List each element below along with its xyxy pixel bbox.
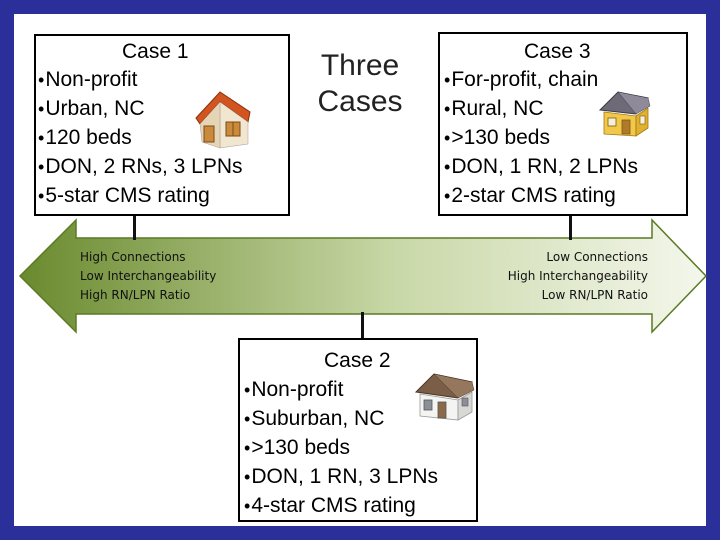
arrow-left-label: High RN/LPN Ratio <box>80 288 191 302</box>
case-3-title: Case 3 <box>524 40 591 63</box>
bullet-text: 120 beds <box>45 126 132 149</box>
bullet-glyph: • <box>38 157 45 177</box>
bullet-text: 5-star CMS rating <box>45 184 210 207</box>
bullet-glyph: • <box>244 380 251 400</box>
bullet-text: Suburban, NC <box>251 407 385 430</box>
bullet-text: DON, 2 RNs, 3 LPNs <box>45 155 243 178</box>
bullet-glyph: • <box>244 438 251 458</box>
arrow-right-label: Low Connections <box>546 250 648 264</box>
case-1-title: Case 1 <box>122 40 189 63</box>
arrow-right-label: High Interchangeability <box>507 269 648 283</box>
orange-house-icon <box>195 91 251 149</box>
case-3-bullet: •>130 beds <box>444 126 550 150</box>
bullet-glyph: • <box>244 409 251 429</box>
arrow-left-label: Low Interchangeability <box>80 269 217 283</box>
bullet-text: DON, 1 RN, 2 LPNs <box>451 155 639 178</box>
case-1-box: Case 1 •Non-profit •Urban, NC •120 beds … <box>34 34 290 216</box>
case-2-title: Case 2 <box>324 349 391 372</box>
case1-connector <box>133 214 136 240</box>
case-2-bullet: •Non-profit <box>244 378 344 402</box>
arrow-right-label: Low RN/LPN Ratio <box>541 288 648 302</box>
bullet-glyph: • <box>244 467 251 487</box>
bullet-glyph: • <box>38 128 45 148</box>
case2-connector <box>361 312 364 340</box>
case-2-bullet: •Suburban, NC <box>244 407 384 431</box>
title-line-2: Cases <box>317 85 403 118</box>
case-1-bullet: •5-star CMS rating <box>38 184 210 208</box>
bullet-text: >130 beds <box>251 436 350 459</box>
case-1-bullet: •120 beds <box>38 126 132 150</box>
bullet-text: Urban, NC <box>45 97 145 120</box>
bullet-glyph: • <box>444 128 451 148</box>
bullet-text: 2-star CMS rating <box>451 184 616 207</box>
page-title: Three Cases <box>300 48 420 120</box>
case-3-bullet: •DON, 1 RN, 2 LPNs <box>444 155 638 179</box>
bullet-glyph: • <box>444 70 451 90</box>
case-2-box: Case 2 •Non-profit •Suburban, NC •>130 b… <box>238 338 478 522</box>
yellow-house-icon <box>598 91 651 137</box>
arrow-left-labels: High Connections Low Interchangeability … <box>80 248 216 305</box>
case-1-bullet: •Non-profit <box>38 68 138 92</box>
case3-connector <box>569 214 572 240</box>
arrow-left-label: High Connections <box>80 250 186 264</box>
bullet-text: Non-profit <box>45 68 138 91</box>
title-line-1: Three <box>320 49 400 82</box>
case-3-bullet: •2-star CMS rating <box>444 184 616 208</box>
bullet-text: For-profit, chain <box>451 68 599 91</box>
bullet-text: DON, 1 RN, 3 LPNs <box>251 465 439 488</box>
bullet-glyph: • <box>444 157 451 177</box>
case-3-bullet: •Rural, NC <box>444 97 544 121</box>
case-2-bullet: •4-star CMS rating <box>244 494 416 518</box>
bullet-glyph: • <box>444 186 451 206</box>
bullet-glyph: • <box>38 70 45 90</box>
gray-house-icon <box>414 373 475 421</box>
bullet-glyph: • <box>444 99 451 119</box>
case-2-bullet: •>130 beds <box>244 436 350 460</box>
case-1-bullet: •Urban, NC <box>38 97 145 121</box>
bullet-text: Rural, NC <box>451 97 544 120</box>
slide-frame <box>0 0 14 540</box>
bullet-text: 4-star CMS rating <box>251 494 416 517</box>
arrow-right-labels: Low Connections High Interchangeability … <box>508 248 648 305</box>
bullet-glyph: • <box>244 496 251 516</box>
case-1-bullet: •DON, 2 RNs, 3 LPNs <box>38 155 243 179</box>
case-3-bullet: •For-profit, chain <box>444 68 598 92</box>
case-2-bullet: •DON, 1 RN, 3 LPNs <box>244 465 438 489</box>
bullet-glyph: • <box>38 186 45 206</box>
bullet-text: Non-profit <box>251 378 344 401</box>
arrow-shape <box>18 218 708 334</box>
case-3-box: Case 3 •For-profit, chain •Rural, NC •>1… <box>438 32 688 216</box>
bullet-glyph: • <box>38 99 45 119</box>
bullet-text: >130 beds <box>451 126 550 149</box>
